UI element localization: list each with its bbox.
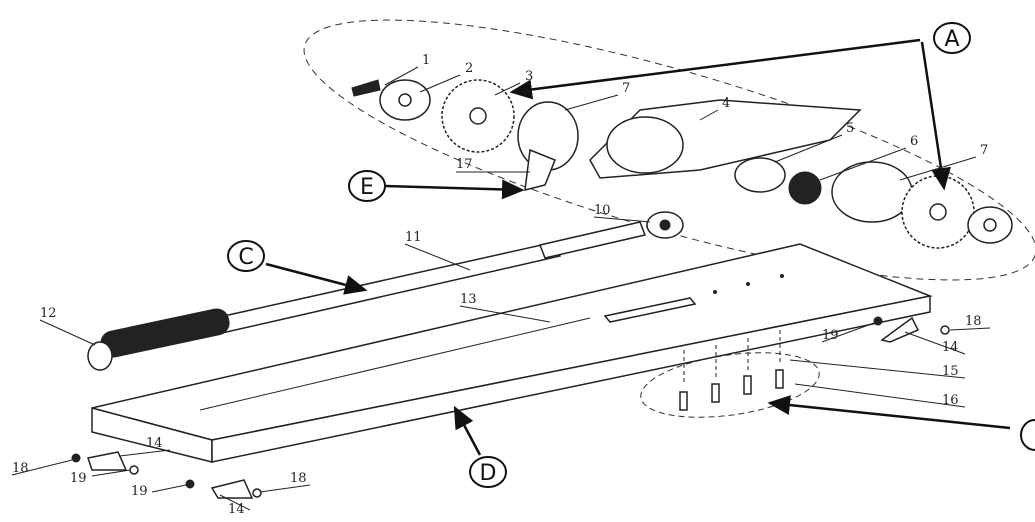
drive-assembly [351, 79, 1013, 249]
callout-c: C [227, 240, 265, 272]
arrow-a-right [920, 41, 951, 191]
svg-text:C: C [238, 245, 253, 270]
end-cap [87, 341, 113, 371]
callout-e: E [348, 170, 386, 202]
svg-text:19: 19 [822, 328, 839, 343]
handle-assembly [87, 211, 684, 371]
arrow-c [265, 262, 368, 295]
svg-text:19: 19 [131, 484, 148, 499]
svg-text:1: 1 [422, 53, 430, 68]
part-labels: 1 2 3 7 4 5 6 7 17 10 11 12 13 19 18 14 … [11, 53, 991, 517]
svg-text:7: 7 [622, 81, 630, 96]
svg-text:12: 12 [40, 306, 57, 321]
svg-text:A: A [944, 27, 959, 52]
svg-text:5: 5 [846, 121, 854, 136]
svg-text:15: 15 [942, 364, 959, 379]
svg-text:18: 18 [965, 314, 982, 329]
svg-text:14: 14 [228, 502, 245, 517]
svg-text:10: 10 [594, 203, 611, 218]
arrow-a-left [509, 38, 921, 100]
svg-text:14: 14 [146, 436, 163, 451]
svg-text:7: 7 [980, 143, 988, 158]
svg-text:18: 18 [290, 471, 307, 486]
arrow-d [453, 405, 482, 456]
svg-text:3: 3 [525, 69, 533, 84]
svg-text:17: 17 [456, 157, 473, 172]
channel-rail [91, 243, 933, 463]
arrow-e [384, 179, 525, 200]
svg-text:6: 6 [910, 134, 918, 149]
callout-d: D [469, 456, 507, 488]
callout-a: A [933, 22, 971, 54]
svg-text:4: 4 [722, 96, 730, 111]
brackets [71, 316, 950, 499]
svg-text:13: 13 [460, 292, 477, 307]
svg-text:D: D [480, 461, 497, 486]
svg-text:2: 2 [465, 61, 473, 76]
svg-text:19: 19 [70, 471, 87, 486]
svg-text:11: 11 [405, 230, 422, 245]
arrow-cut [767, 395, 1011, 430]
callout-cut-off [1020, 419, 1035, 451]
svg-text:E: E [360, 175, 374, 200]
grip [100, 308, 230, 358]
svg-text:14: 14 [942, 340, 959, 355]
svg-text:18: 18 [12, 461, 29, 476]
